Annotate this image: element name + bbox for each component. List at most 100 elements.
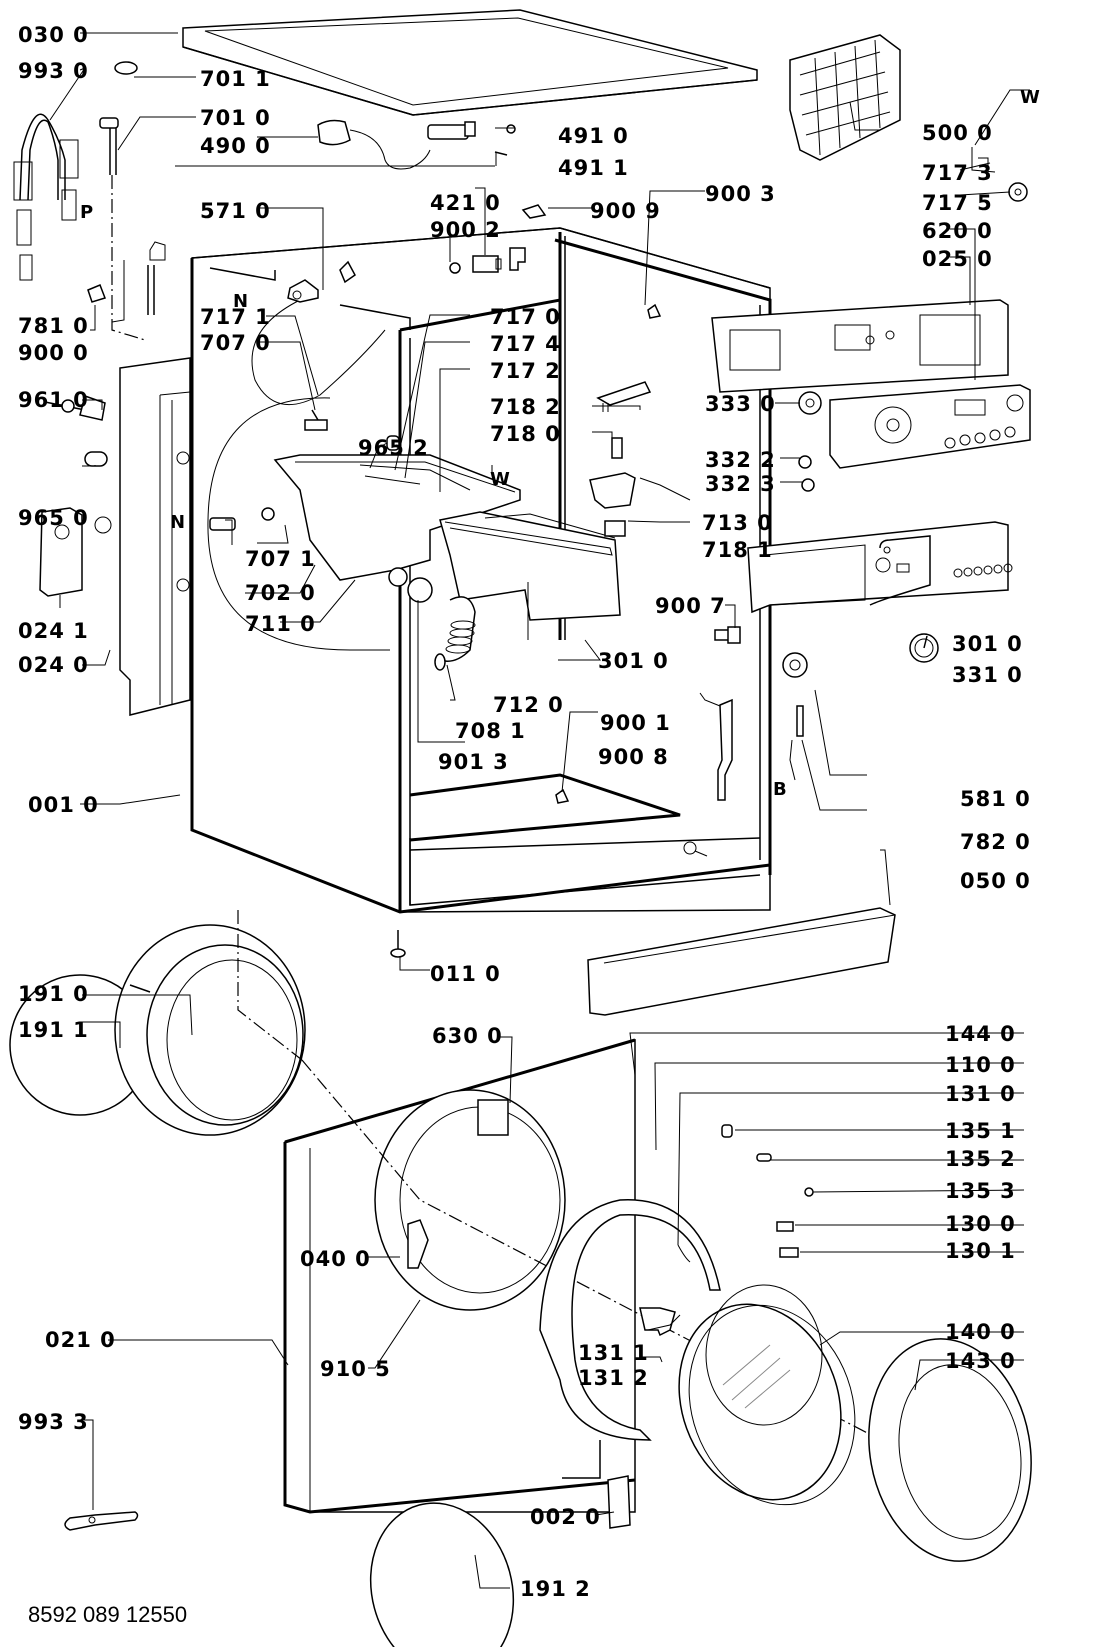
marker-b: B [773, 779, 787, 800]
bracket-900-7 [714, 626, 741, 644]
label-707-0: 707 0 [200, 331, 271, 355]
pin-135-1 [721, 1124, 733, 1138]
label-993-3: 993 3 [18, 1410, 89, 1434]
label-135-2: 135 2 [945, 1147, 1016, 1171]
mains-cable [317, 119, 431, 170]
label-965-2: 965 2 [358, 436, 429, 460]
inlet-valve-571 [287, 279, 319, 303]
label-961-0: 961 0 [18, 388, 89, 412]
label-024-1: 024 1 [18, 619, 89, 643]
label-718-2: 718 2 [490, 395, 561, 419]
cover-002-0 [607, 1475, 631, 1529]
electronic-module [789, 34, 901, 161]
label-135-1: 135 1 [945, 1119, 1016, 1143]
label-110-0: 110 0 [945, 1053, 1016, 1077]
program-knob-331 [909, 633, 939, 663]
axis-line [237, 910, 303, 1061]
label-021-0: 021 0 [45, 1328, 116, 1352]
label-630-0: 630 0 [432, 1024, 503, 1048]
clip-900-8 [555, 788, 570, 804]
leg-011-0 [390, 930, 406, 958]
label-191-0: 191 0 [18, 982, 89, 1006]
label-900-3: 900 3 [705, 182, 776, 206]
clip-900-0 [87, 284, 106, 303]
marker-w-1: W [490, 469, 510, 490]
cover-718-2 [596, 381, 652, 412]
label-713-0: 713 0 [702, 511, 773, 535]
rail-900-1 [717, 698, 733, 801]
top-panel [182, 9, 758, 116]
label-782-0: 782 0 [960, 830, 1031, 854]
counterweight-bolt-961 [44, 395, 106, 421]
label-910-5: 910 5 [320, 1357, 391, 1381]
label-965-0: 965 0 [18, 506, 89, 530]
label-333-0: 333 0 [705, 392, 776, 416]
label-717-3: 717 3 [922, 161, 993, 185]
label-571-0: 571 0 [200, 199, 271, 223]
hose-782-0 [796, 705, 804, 737]
valve-outlet [147, 241, 166, 315]
part-labels: 030 0 993 0 701 1 701 0 490 0 491 0 491 … [18, 23, 1040, 1627]
clip-900-9 [521, 204, 547, 219]
label-490-0: 490 0 [200, 134, 271, 158]
label-711-0: 711 0 [245, 612, 316, 636]
control-board-620 [711, 299, 1009, 393]
label-701-0: 701 0 [200, 106, 271, 130]
dispenser-drawer [439, 511, 621, 621]
label-900-8: 900 8 [598, 745, 669, 769]
fitting-702-0 [209, 517, 236, 531]
marker-p: P [80, 202, 93, 223]
label-040-0: 040 0 [300, 1247, 371, 1271]
label-708-1: 708 1 [455, 719, 526, 743]
label-130-1: 130 1 [945, 1239, 1016, 1263]
knob-333 [798, 391, 822, 415]
screw-491-1 [494, 151, 508, 156]
label-131-1: 131 1 [578, 1341, 649, 1365]
label-717-2: 717 2 [490, 359, 561, 383]
siphon-713-0 [589, 472, 636, 509]
cap-718-1 [604, 520, 626, 537]
label-717-0: 717 0 [490, 305, 561, 329]
detergent-cap-024-1 [39, 507, 112, 597]
label-331-0: 331 0 [952, 663, 1023, 687]
label-301-0-b: 301 0 [952, 632, 1023, 656]
door-glass-140 [678, 1284, 856, 1506]
label-050-0: 050 0 [960, 869, 1031, 893]
door-hinge-131 [639, 1244, 691, 1337]
label-135-3: 135 3 [945, 1179, 1016, 1203]
inlet-hose-993-0 [13, 113, 79, 281]
button-332-2 [798, 455, 812, 469]
bellows-hose [434, 596, 476, 671]
catch-130-1 [779, 1247, 799, 1258]
small-fitting [339, 260, 356, 284]
filter-701-0 [99, 117, 119, 175]
door-seal-191 [9, 924, 306, 1136]
label-900-1: 900 1 [600, 711, 671, 735]
label-900-0: 900 0 [18, 341, 89, 365]
label-130-0: 130 0 [945, 1212, 1016, 1236]
routing-line [111, 175, 146, 341]
label-144-0: 144 0 [945, 1022, 1016, 1046]
label-332-2: 332 2 [705, 448, 776, 472]
lamp-717-3 [971, 147, 996, 173]
dispenser-housing [273, 454, 521, 587]
label-002-0: 002 0 [530, 1505, 601, 1529]
label-500-0: 500 0 [922, 121, 993, 145]
label-717-4: 717 4 [490, 332, 561, 356]
label-993-0: 993 0 [18, 59, 89, 83]
document-number: 8592 089 12550 [28, 1602, 187, 1627]
marker-w-2: W [1020, 87, 1040, 108]
label-131-0: 131 0 [945, 1082, 1016, 1106]
interference-filter [427, 121, 476, 140]
label-712-0: 712 0 [493, 693, 564, 717]
marker-n-1: N [233, 291, 248, 312]
label-301-0-a: 301 0 [598, 649, 669, 673]
ring-135-3 [804, 1187, 814, 1197]
label-332-3: 332 3 [705, 472, 776, 496]
marker-n-2: N [170, 512, 185, 533]
leader-lines [49, 32, 1030, 1589]
disk-717-5 [1008, 182, 1028, 202]
wrench-993-3 [64, 1511, 139, 1531]
label-901-3: 901 3 [438, 750, 509, 774]
